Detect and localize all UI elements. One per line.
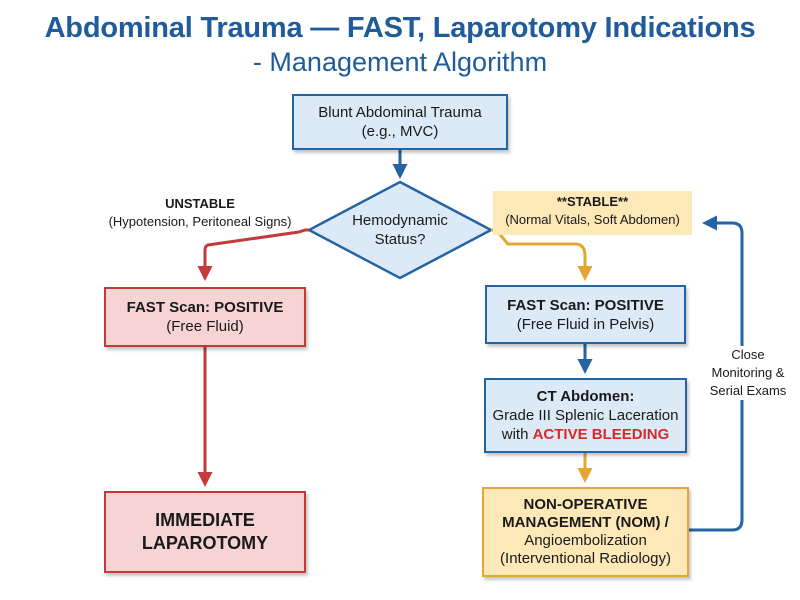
- fast-positive-unstable-node: FAST Scan: POSITIVE (Free Fluid): [104, 287, 306, 347]
- laparotomy-line2: LAPAROTOMY: [141, 533, 269, 553]
- unstable-label: UNSTABLE (Hypotension, Peritoneal Signs): [94, 195, 306, 231]
- diagram-subtitle: - Management Algorithm: [252, 47, 548, 77]
- nom-line2: MANAGEMENT (NOM) /: [502, 514, 669, 531]
- nom-line3: Angioembolization: [524, 532, 647, 549]
- stable-criteria: (Normal Vitals, Soft Abdomen): [505, 212, 680, 227]
- diagram-title: Abdominal Trauma — FAST, Laparotomy Indi…: [44, 12, 756, 44]
- fast-positive-stable-node: FAST Scan: POSITIVE (Free Fluid in Pelvi…: [485, 285, 686, 344]
- stable-label: **STABLE** (Normal Vitals, Soft Abdomen): [493, 191, 692, 235]
- fast-right-title: FAST Scan: POSITIVE: [507, 296, 664, 314]
- monitoring-line3: Serial Exams: [709, 383, 787, 398]
- monitoring-line1: Close: [731, 347, 765, 362]
- start-node: Blunt Abdominal Trauma (e.g., MVC): [292, 94, 508, 150]
- ct-abdomen-node: CT Abdomen: Grade III Splenic Laceration…: [484, 378, 687, 453]
- ct-title: CT Abdomen:: [536, 388, 635, 405]
- decision-line2: Status?: [374, 231, 426, 248]
- nom-line4: (Interventional Radiology): [500, 550, 671, 567]
- laparotomy-line1: IMMEDIATE: [155, 510, 255, 530]
- decision-diamond: [306, 180, 494, 280]
- monitoring-label: Close Monitoring & Serial Exams: [698, 346, 798, 400]
- ct-finding: Grade III Splenic Laceration: [492, 407, 679, 424]
- active-bleeding-text: ACTIVE BLEEDING: [532, 426, 670, 443]
- start-node-subtitle: (e.g., MVC): [361, 123, 439, 140]
- unstable-title: UNSTABLE: [165, 196, 235, 211]
- fast-right-detail: (Free Fluid in Pelvis): [516, 315, 655, 333]
- arrow-stable-to-fast: [491, 228, 593, 281]
- ct-bleeding-prefix: with: [501, 426, 533, 443]
- ct-bleeding-line: with ACTIVE BLEEDING: [502, 425, 670, 444]
- nom-line1: NON-OPERATIVE: [523, 496, 648, 513]
- start-node-title: Blunt Abdominal Trauma: [318, 104, 482, 121]
- stable-title: **STABLE**: [556, 194, 629, 209]
- non-operative-management-node: NON-OPERATIVE MANAGEMENT (NOM) / Angioem…: [482, 487, 689, 577]
- unstable-criteria: (Hypotension, Peritoneal Signs): [108, 214, 292, 229]
- fast-left-detail: (Free Fluid): [166, 318, 244, 335]
- arrow-unstable-to-fast: [197, 228, 309, 281]
- decision-node-text: Hemodynamic Status?: [330, 211, 470, 249]
- immediate-laparotomy-node: IMMEDIATE LAPAROTOMY: [104, 491, 306, 573]
- monitoring-line2: Monitoring &: [711, 365, 785, 380]
- fast-left-title: FAST Scan: POSITIVE: [126, 299, 284, 316]
- decision-line1: Hemodynamic: [352, 212, 448, 229]
